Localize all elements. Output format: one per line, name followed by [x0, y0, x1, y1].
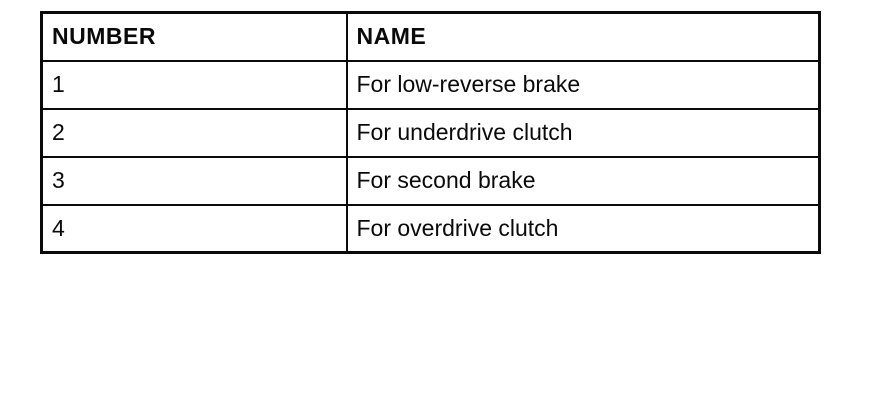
table-header-row: NUMBER NAME	[40, 11, 821, 62]
number-name-table: NUMBER NAME 1 For low-reverse brake 2 Fo…	[40, 11, 821, 254]
column-header-number: NUMBER	[40, 11, 348, 62]
table-row: 3 For second brake	[40, 155, 821, 206]
cell-name: For low-reverse brake	[345, 59, 821, 110]
table-row: 4 For overdrive clutch	[40, 203, 821, 254]
cell-number: 4	[40, 203, 348, 254]
cell-number: 1	[40, 59, 348, 110]
column-header-name: NAME	[345, 11, 821, 62]
table-row: 2 For underdrive clutch	[40, 107, 821, 158]
cell-name: For underdrive clutch	[345, 107, 821, 158]
cell-number: 2	[40, 107, 348, 158]
cell-name: For overdrive clutch	[345, 203, 821, 254]
cell-name: For second brake	[345, 155, 821, 206]
cell-number: 3	[40, 155, 348, 206]
table-row: 1 For low-reverse brake	[40, 59, 821, 110]
